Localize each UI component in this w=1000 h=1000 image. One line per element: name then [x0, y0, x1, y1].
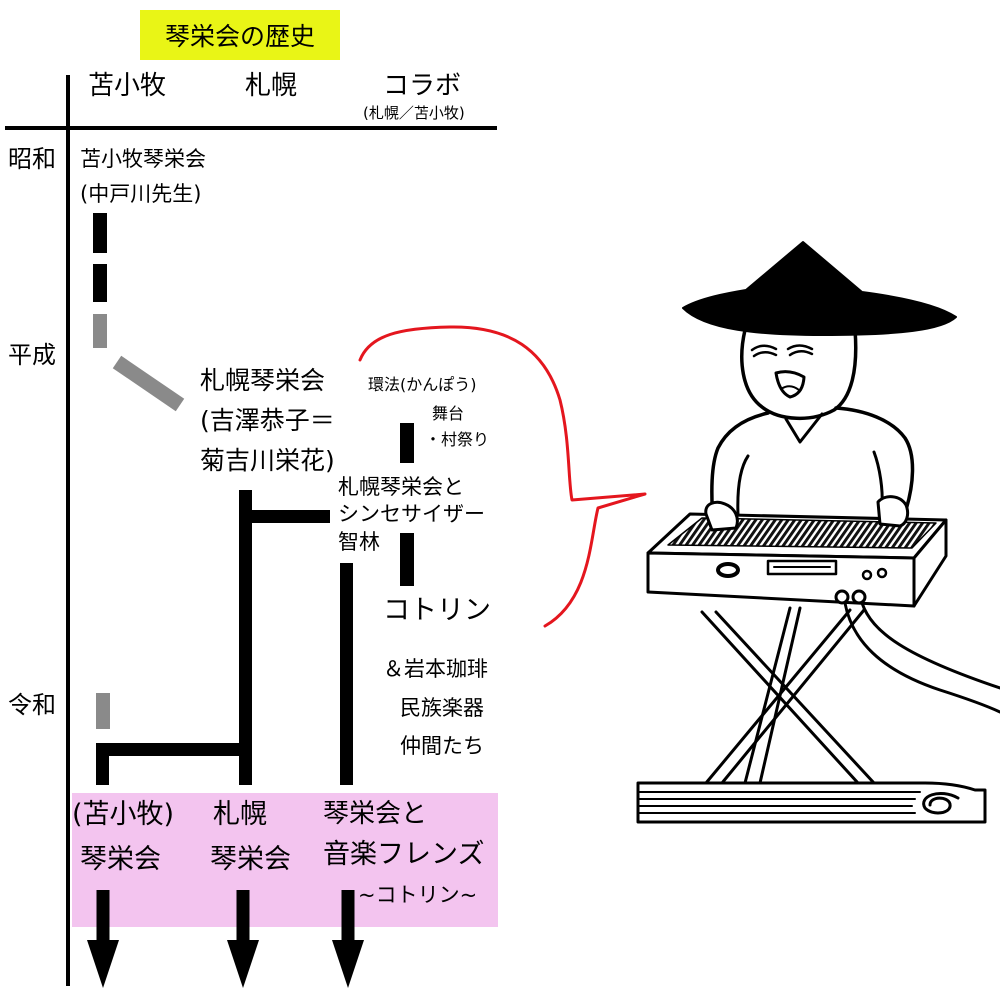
friends-line: ＆岩本珈琲 [383, 657, 488, 681]
collab-vertical-line [340, 563, 353, 785]
reiwa-connector-vertical [96, 743, 109, 785]
right-arm-inner [872, 450, 884, 507]
head-outline [740, 328, 858, 421]
sapporo-vertical-line [239, 490, 252, 785]
left-eye [750, 344, 778, 358]
kanpo-stage-label: 舞台 [432, 404, 465, 423]
output-jack [851, 589, 867, 605]
branch-to-sapporo-line [112, 355, 185, 412]
synth-collab-line: 札幌琴栄会と [338, 475, 464, 499]
left-hand [704, 500, 739, 532]
reiwa-faded-bar [96, 693, 110, 729]
keyboard-front [646, 551, 916, 608]
shirt-collar [784, 412, 824, 444]
hat [682, 241, 957, 336]
era-label-heisei: 平成 [8, 341, 56, 369]
stand-leg [704, 608, 866, 785]
shirt-right-outline [834, 406, 915, 515]
tomakomai-group-name: 苫小牧琴栄会 [80, 147, 206, 171]
keyboard-top [646, 512, 948, 560]
column-header-tomakomai: 苫小牧 [88, 71, 167, 101]
kanpo-bar [400, 423, 414, 463]
right-eye [786, 344, 814, 357]
title-banner: 琴栄会の歴史 [140, 10, 340, 60]
sapporo-to-collab-connector [245, 510, 330, 523]
kanpo-festival-label: ・村祭り [425, 430, 490, 449]
present-sapporo-line: 札幌 [213, 799, 267, 830]
friends-line: 民族楽器 [400, 696, 484, 720]
present-collab-line: ~コトリン~ [358, 883, 478, 907]
kanpo-label: 環法(かんぽう) [368, 375, 477, 394]
kotorin-bar [400, 533, 414, 586]
keyboard-player-illustration [636, 241, 1000, 824]
column-header-collab: コラボ [383, 71, 462, 101]
column-header-collab-sub: (札幌／苫小牧) [363, 104, 465, 122]
sapporo-leader-line: 菊吉川栄花) [200, 446, 335, 475]
tomakomai-teacher: (中戸川先生) [80, 182, 202, 206]
present-collab-line: 音楽フレンズ [323, 839, 485, 870]
friends-line: 仲間たち [400, 734, 484, 758]
present-sapporo-line: 琴栄会 [210, 844, 291, 875]
tomakomai-bar [93, 264, 107, 302]
era-label-showa: 昭和 [8, 145, 56, 173]
keyboard-button [876, 567, 888, 579]
koto-scroll [922, 792, 960, 815]
stand-leg [700, 610, 876, 785]
mouth [774, 370, 806, 399]
present-tomakomai-line: (苫小牧) [72, 799, 175, 830]
cable [843, 601, 1000, 714]
tongue [780, 385, 800, 391]
output-jack [834, 589, 850, 605]
stand-leg [743, 606, 802, 785]
tomakomai-bar [93, 213, 107, 253]
sapporo-leader-line: (吉澤恭子＝ [200, 406, 335, 435]
present-collab-line: 琴栄会と [323, 799, 428, 829]
keyboard-display [766, 559, 838, 576]
koto-body [636, 781, 987, 824]
keyboard-knob [716, 562, 740, 578]
sapporo-group-name: 札幌琴栄会 [200, 366, 326, 395]
column-header-sapporo: 札幌 [245, 71, 298, 101]
left-arm-inner [736, 454, 750, 517]
kotorin-label: コトリン [383, 595, 491, 626]
synth-collab-line: シンセサイザー [338, 502, 485, 526]
keyboard-button [861, 569, 873, 581]
koto-strings [637, 791, 921, 814]
cable [860, 601, 1000, 690]
present-day-band [72, 793, 498, 927]
present-tomakomai-line: 琴栄会 [80, 844, 161, 875]
keyboard-side [912, 518, 948, 608]
reiwa-connector-horizontal [96, 743, 251, 756]
right-hand [876, 495, 910, 528]
tomakomai-faded-bar [93, 314, 107, 348]
page-title: 琴栄会の歴史 [164, 22, 315, 51]
synth-collab-line: 智林 [338, 530, 380, 554]
shirt-left-outline [710, 411, 770, 524]
keyboard-keys [667, 517, 937, 549]
era-label-reiwa: 令和 [8, 691, 56, 719]
